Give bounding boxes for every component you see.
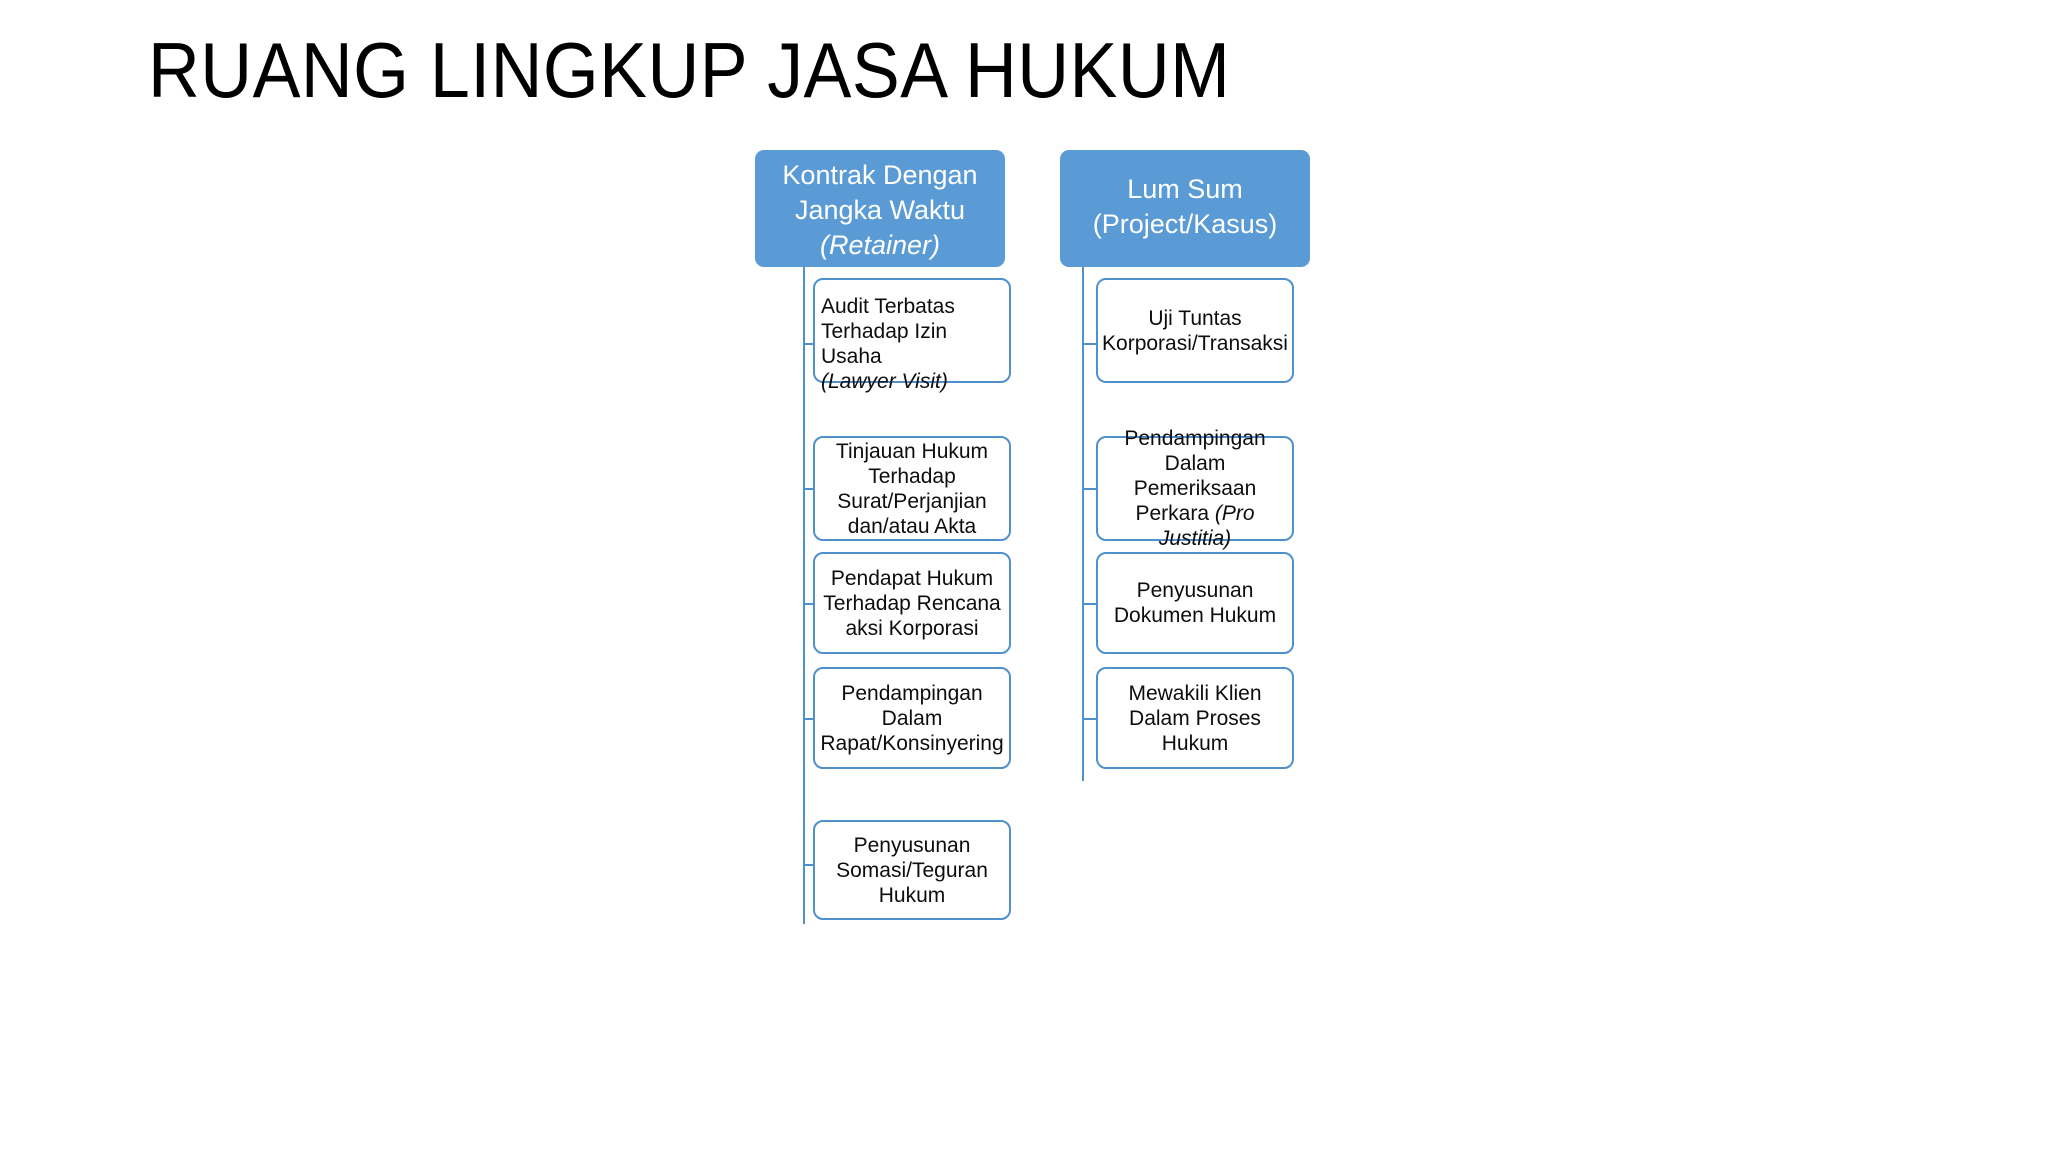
node-line-4: dan/atau Akta	[847, 514, 977, 538]
node-line-2: Terhadap Rencana	[823, 591, 1001, 615]
node-penyusunan-somasi[interactable]: Penyusunan Somasi/Teguran Hukum	[813, 820, 1011, 920]
node-pendapat-hukum[interactable]: Pendapat Hukum Terhadap Rencana aksi Kor…	[813, 552, 1011, 654]
node-line-1: Tinjauan Hukum	[835, 439, 989, 463]
node-line-3-italic: (Lawyer Visit)	[821, 370, 948, 393]
header-line-1: Lum Sum	[1127, 174, 1243, 204]
header-line-3-italic: (Retainer)	[819, 230, 941, 260]
node-line-1: Pendampingan	[1124, 427, 1266, 450]
header-box-retainer[interactable]: Kontrak Dengan Jangka Waktu (Retainer)	[755, 150, 1005, 267]
node-line-2: Terhadap	[868, 464, 956, 488]
node-mewakili-klien[interactable]: Mewakili Klien Dalam Proses Hukum	[1096, 667, 1294, 769]
page-title: RUANG LINGKUP JASA HUKUM	[148, 26, 1231, 114]
node-uji-tuntas[interactable]: Uji Tuntas Korporasi/Transaksi	[1096, 278, 1294, 383]
node-line-2: Somasi/Teguran	[836, 858, 988, 882]
node-line-3: aksi Korporasi	[845, 616, 979, 640]
node-line-1: Mewakili Klien	[1128, 681, 1262, 705]
node-penyusunan-dokumen[interactable]: Penyusunan Dokumen Hukum	[1096, 552, 1294, 654]
node-line-2: Korporasi/Transaksi	[1102, 331, 1288, 355]
node-pendampingan-pemeriksaan[interactable]: Pendampingan Dalam Pemeriksaan Perkara (…	[1096, 427, 1294, 550]
node-line-1: Pendampingan	[841, 681, 983, 705]
header-line-1: Kontrak Dengan	[782, 160, 978, 190]
node-tinjauan-hukum[interactable]: Tinjauan Hukum Terhadap Surat/Perjanjian…	[813, 436, 1011, 541]
node-line-2: Dalam	[881, 706, 943, 730]
node-line-3: Rapat/Konsinyering	[820, 731, 1004, 755]
node-line-2: Dokumen Hukum	[1113, 604, 1277, 627]
node-line-2: Dalam Proses	[1129, 706, 1261, 730]
node-line-1: Penyusunan	[853, 833, 971, 857]
header-line-2: Jangka Waktu	[794, 195, 966, 225]
header-line-2: (Project/Kasus)	[1092, 209, 1278, 239]
header-box-lum-sum[interactable]: Lum Sum (Project/Kasus)	[1060, 150, 1310, 267]
node-line-2: Terhadap Izin Usaha	[821, 320, 948, 368]
node-line-2: Dalam Pemeriksaan	[1133, 452, 1257, 500]
node-pendampingan-rapat[interactable]: Pendampingan Dalam Rapat/Konsinyering	[813, 667, 1011, 769]
node-line-3-italic: (Pro Justitia)	[1158, 502, 1255, 550]
node-line-1: Pendapat Hukum	[830, 566, 994, 590]
node-line-1: Audit Terbatas	[821, 295, 955, 318]
node-line-3: Hukum	[878, 883, 946, 907]
node-line-3-prefix: Perkara	[1135, 502, 1215, 525]
connector-trunk-left	[803, 267, 805, 924]
node-line-3: Surat/Perjanjian	[837, 489, 987, 513]
node-line-3: Hukum	[1161, 731, 1229, 755]
node-line-1: Penyusunan	[1136, 579, 1254, 602]
node-audit-terbatas[interactable]: Audit Terbatas Terhadap Izin Usaha (Lawy…	[813, 278, 1011, 393]
node-line-3: Perkara (Pro Justitia)	[1104, 501, 1286, 551]
node-line-1: Uji Tuntas	[1148, 306, 1242, 330]
connector-trunk-right	[1082, 267, 1084, 781]
